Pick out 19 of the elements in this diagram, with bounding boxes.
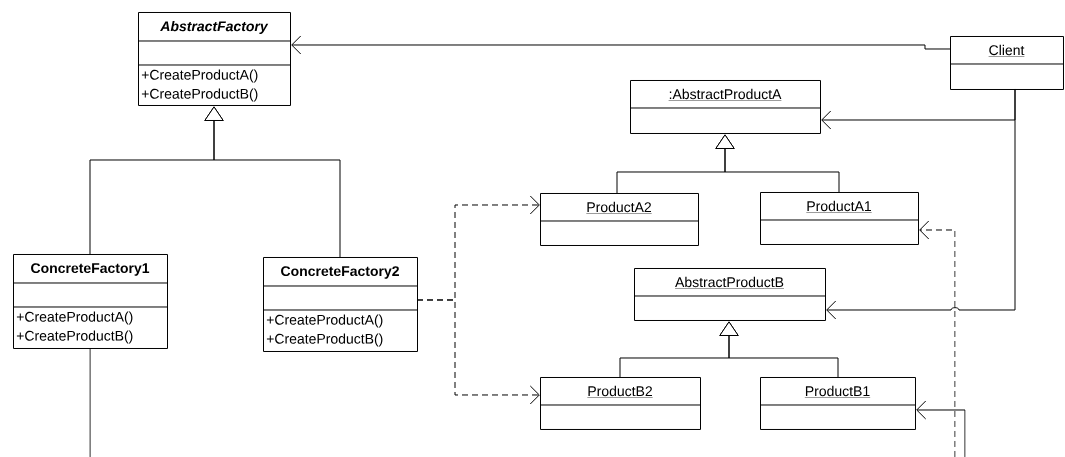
inheritance-arrow — [204, 106, 341, 258]
inheritance-arrow — [715, 134, 840, 193]
association-arrow — [916, 400, 966, 457]
class-box: ProductB2 — [539, 377, 701, 430]
connector-line — [89, 347, 91, 457]
association-arrow — [826, 88, 1016, 320]
class-box: AbstractFactory +CreateProductA() +CreateProductB() — [137, 12, 291, 106]
dependency-arrow — [919, 220, 956, 457]
association-arrow — [291, 35, 951, 55]
class-box: ProductA2 — [539, 193, 699, 246]
class-box: ConcreteFactory1 +CreateProductA() +CreateProductB() — [12, 254, 168, 349]
class-box: AbstractProductB — [633, 268, 826, 321]
inheritance-arrow — [719, 321, 839, 378]
class-box: :AbstractProductA — [629, 80, 821, 134]
dependency-arrow — [416, 299, 540, 405]
class-box: ProductA1 — [759, 192, 919, 245]
class-box: Client — [949, 36, 1064, 90]
class-box: ConcreteFactory2 +CreateProductA() +CreateProductB() — [262, 257, 418, 352]
class-box: ProductB1 — [759, 377, 916, 430]
